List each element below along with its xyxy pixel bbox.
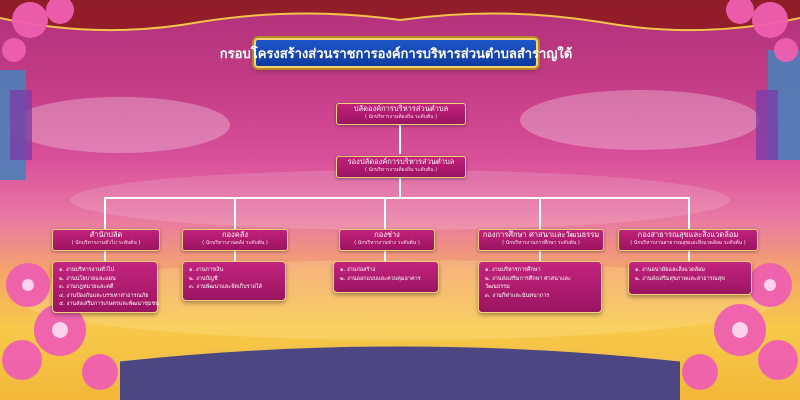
department-box-finance: กองคลัง ( นักบริหารงานคลัง ระดับต้น ) [182,229,288,251]
connector-line [234,197,236,230]
duty-item: ๔. งานป้องกันและบรรเทาสาธารณภัย [59,292,149,299]
duty-list-finance: ๑. งานการเงิน ๒. งานบัญชี ๓. งานพัฒนาและ… [182,261,286,301]
chart-title: กรอบโครงสร้างส่วนราชการองค์การบริหารส่วน… [219,46,573,62]
duty-item: ๒. งานออกแบบและควบคุมอาคาร [340,275,421,282]
department-box-office-of-clerk: สำนักปลัด ( นักบริหารงานทั่วไป ระดับต้น … [52,229,160,251]
duty-item: ๓. งานกฎหมายและคดี [59,284,114,290]
duty-item: ๓. งานกีฬาและนันทนาการ [485,292,550,299]
connector-line [399,122,401,154]
duty-item: ๒. งานส่งเสริมสุขภาพและสาธารณสุข [635,275,725,282]
connector-line [539,197,541,230]
duty-list-public-health: ๑. งานอนามัยและสิ่งแวดล้อม ๒. งานส่งเสริ… [628,261,752,295]
chart-title-banner: กรอบโครงสร้างส่วนราชการองค์การบริหารส่วน… [220,38,572,68]
duty-item: ๑. งานอนามัยและสิ่งแวดล้อม [635,267,705,273]
box-title: กองการศึกษา ศาสนาและวัฒนธรรม [482,230,600,239]
duty-item: ๑. งานบริหารงานทั่วไป [59,267,115,273]
duty-list-education: ๑. งานบริหารการศึกษา ๒. งานส่งเสริมการศึ… [478,261,602,313]
box-subtitle: ( นักบริหารงานคลัง ระดับต้น ) [202,240,268,246]
duty-item: ๓. งานพัฒนาและจัดเก็บรายได้ [189,284,263,290]
duty-item: ๑. งานการเงิน [189,267,224,273]
duty-item: ๑. งานก่อสร้าง [340,267,376,273]
duty-item: ๕. งานส่งเสริมการเกษตรและพัฒนาชุมชน [59,301,159,307]
department-box-education: กองการศึกษา ศาสนาและวัฒนธรรม ( นักบริหาร… [478,229,604,251]
duty-item: ๑. งานบริหารการศึกษา [485,267,541,273]
duty-item: ๒. งานบัญชี [189,275,218,282]
connector-line [104,197,690,199]
connector-line [104,197,106,230]
box-title: กองสาธารณสุขและสิ่งแวดล้อม [637,230,739,239]
box-subtitle: ( นักบริหารงานช่าง ระดับต้น ) [354,240,420,246]
connector-line [384,197,386,230]
box-subtitle: ( นักบริหารงานสาธารณสุขและสิ่งแวดล้อม ระ… [630,240,746,246]
box-subtitle: ( นักบริหารงานท้องถิ่น ระดับต้น ) [364,114,438,120]
box-title: รองปลัดองค์การบริหารส่วนตำบล [347,157,455,166]
box-subtitle: ( นักบริหารงานการศึกษา ระดับต้น ) [502,240,580,246]
duty-list-office-of-clerk: ๑. งานบริหารงานทั่วไป ๒. งานนโยบายและแผน… [52,261,159,313]
duty-list-engineering: ๑. งานก่อสร้าง ๒. งานออกแบบและควบคุมอาคา… [333,261,439,293]
connector-line [399,177,401,198]
deputy-administrator-box: รองปลัดองค์การบริหารส่วนตำบล ( นักบริหาร… [336,156,466,178]
connector-line [688,248,690,262]
connector-line [688,197,690,230]
duty-item: ๒. งานนโยบายและแผน [59,275,116,282]
chief-administrator-box: ปลัดองค์การบริหารส่วนตำบล ( นักบริหารงาน… [336,103,466,125]
box-title: ปลัดองค์การบริหารส่วนตำบล [353,104,449,113]
box-subtitle: ( นักบริหารงานทั่วไป ระดับต้น ) [71,240,141,246]
connector-line [234,248,236,262]
connector-line [539,248,541,262]
box-title: กองช่าง [374,230,400,239]
connector-line [104,248,106,262]
box-title: สำนักปลัด [89,230,123,239]
box-title: กองคลัง [222,230,248,239]
department-box-public-health: กองสาธารณสุขและสิ่งแวดล้อม ( นักบริหารงา… [618,229,758,251]
department-box-engineering: กองช่าง ( นักบริหารงานช่าง ระดับต้น ) [339,229,435,251]
box-subtitle: ( นักบริหารงานท้องถิ่น ระดับต้น ) [364,167,438,173]
duty-item: ๒. งานส่งเสริมการศึกษา ศาสนาและวัฒนธรรม [485,275,571,291]
connector-line [384,248,386,262]
